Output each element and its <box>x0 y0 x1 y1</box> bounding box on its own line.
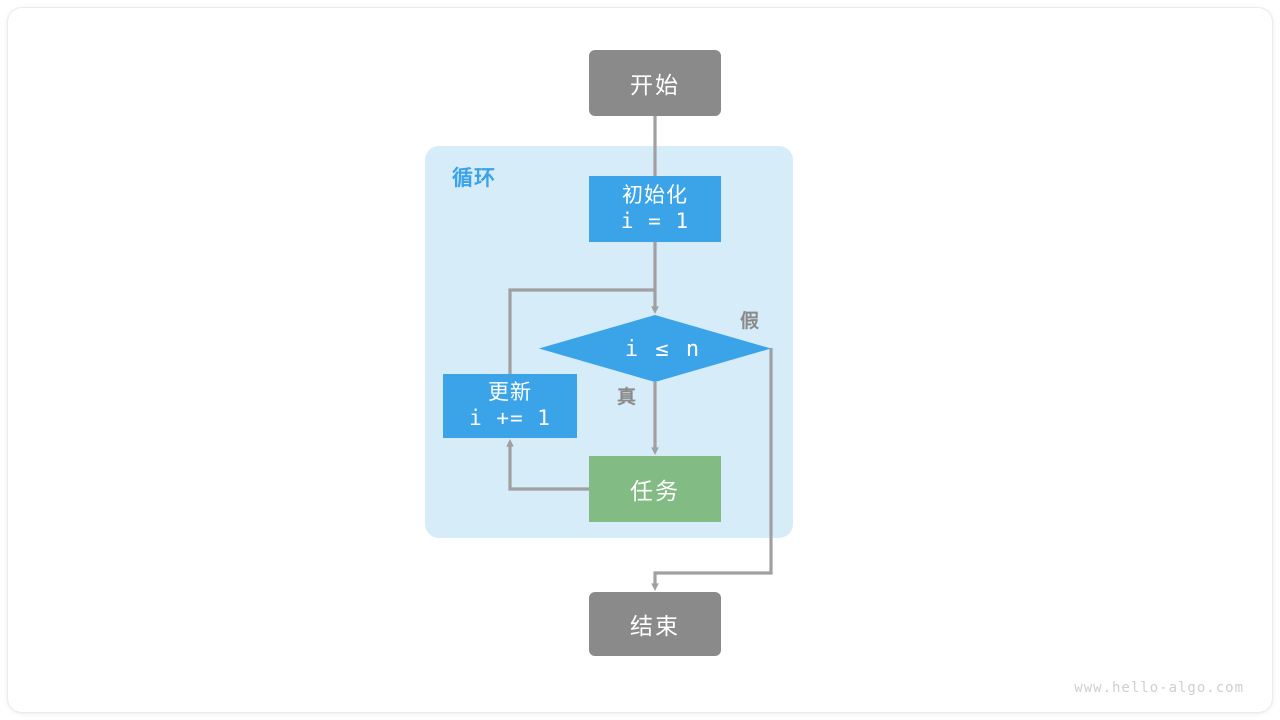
branch-label-false: 假 <box>740 311 760 332</box>
node-task[interactable]: 任务 <box>589 456 721 522</box>
node-end[interactable]: 结束 <box>589 592 721 656</box>
condition-diamond <box>539 315 771 382</box>
edge-condition-false-to-end <box>651 348 773 592</box>
node-initialize-title: 初始化 <box>622 184 688 208</box>
node-start[interactable]: 开始 <box>589 50 721 116</box>
node-task-label: 任务 <box>630 478 680 504</box>
edge-update-to-condition <box>508 288 655 374</box>
node-initialize-expression: i = 1 <box>620 209 690 233</box>
edge-task-to-update <box>506 438 589 491</box>
node-initialize[interactable]: 初始化 i = 1 <box>589 176 721 242</box>
node-update[interactable]: 更新 i += 1 <box>443 374 577 438</box>
watermark: www.hello-algo.com <box>1074 680 1244 696</box>
node-update-title: 更新 <box>488 381 532 405</box>
node-start-label: 开始 <box>630 72 680 98</box>
loop-container-label: 循环 <box>452 167 496 190</box>
branch-label-true: 真 <box>617 387 637 408</box>
node-update-expression: i += 1 <box>469 406 551 430</box>
node-end-label: 结束 <box>630 613 680 639</box>
